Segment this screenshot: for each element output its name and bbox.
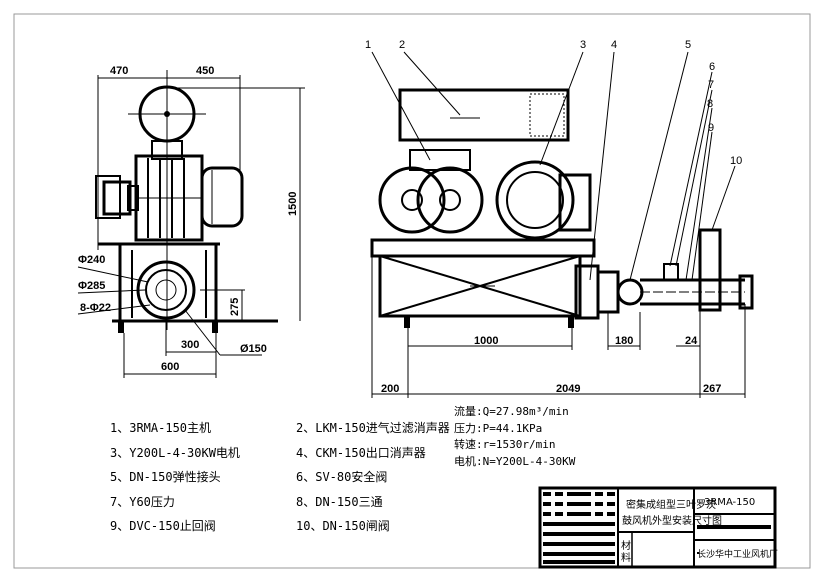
spec-flow: 流量:Q=27.98m³/min	[454, 405, 569, 418]
item-label-8: 8	[707, 98, 713, 110]
dim-470: 470	[110, 65, 128, 77]
part-item: 8、DN-150三通	[296, 494, 383, 509]
dim-2049: 2049	[556, 383, 580, 395]
title-line-1: 密集成组型三叶罗茨	[626, 498, 716, 511]
item-label-10: 10	[730, 155, 742, 167]
spec-speed: 转速:r=1530r/min	[454, 438, 556, 451]
dim-24: 24	[685, 335, 698, 347]
dim-1000: 1000	[474, 335, 498, 347]
dim-180: 180	[615, 335, 633, 347]
item-label-6: 6	[709, 61, 715, 73]
part-item: 3、Y200L-4-30KW电机	[110, 445, 240, 460]
material-label-1: 材	[621, 539, 631, 552]
part-item: 9、DVC-150止回阀	[110, 519, 216, 533]
dim-600: 600	[161, 361, 179, 373]
dim-holes: 8-Φ22	[80, 302, 111, 314]
dim-300: 300	[181, 339, 199, 351]
title-block: 密集成组型三叶罗茨 鼓风机外型安装尺寸图 3RMA-150 材 料 长沙华中工业…	[538, 486, 778, 569]
dim-267: 267	[703, 383, 721, 395]
item-label-3: 3	[580, 39, 586, 51]
part-item: 1、3RMA-150主机	[110, 421, 212, 435]
part-item: 7、Y60压力	[110, 494, 175, 509]
front-view: 470 450 1500	[77, 65, 305, 378]
spec-pressure: 压力:P=44.1KPa	[454, 421, 543, 435]
item-label-9: 9	[708, 122, 714, 134]
side-view: 1 2 3 4 5 6 7 8 9 10 1000 180 24 200 204…	[365, 39, 754, 398]
part-item: 4、CKM-150出口消声器	[296, 445, 426, 460]
dim-phi285: Φ285	[78, 280, 105, 292]
parts-list-left: 1、3RMA-150主机 3、Y200L-4-30KW电机 5、DN-150弹性…	[110, 416, 240, 539]
part-item: 6、SV-80安全阀	[296, 470, 388, 484]
dim-1500: 1500	[287, 192, 299, 216]
parts-list-right: 2、LKM-150进气过滤消声器 4、CKM-150出口消声器 6、SV-80安…	[296, 416, 450, 539]
spec-list: 流量:Q=27.98m³/min 压力:P=44.1KPa 转速:r=1530r…	[454, 404, 575, 470]
model-number: 3RMA-150	[704, 497, 755, 508]
dim-200: 200	[381, 383, 399, 395]
part-item: 10、DN-150闸阀	[296, 519, 390, 533]
title-line-2: 鼓风机外型安装尺寸图	[622, 514, 722, 527]
item-label-2: 2	[399, 39, 405, 51]
dim-phi240: Φ240	[78, 254, 105, 266]
material-label-2: 料	[621, 551, 631, 564]
dim-275: 275	[229, 298, 241, 316]
part-item: 2、LKM-150进气过滤消声器	[296, 421, 450, 435]
item-label-4: 4	[611, 39, 617, 51]
spec-motor: 电机:N=Y200L-4-30KW	[454, 454, 576, 468]
item-label-7: 7	[708, 79, 714, 91]
sheet-border	[13, 13, 811, 569]
company-name: 长沙华中工业风机厂	[697, 548, 778, 560]
item-label-1: 1	[365, 39, 371, 51]
part-item: 5、DN-150弹性接头	[110, 470, 221, 484]
item-label-5: 5	[685, 39, 691, 51]
dim-outlet-dia: Ø150	[240, 343, 267, 355]
dim-450: 450	[196, 65, 214, 77]
